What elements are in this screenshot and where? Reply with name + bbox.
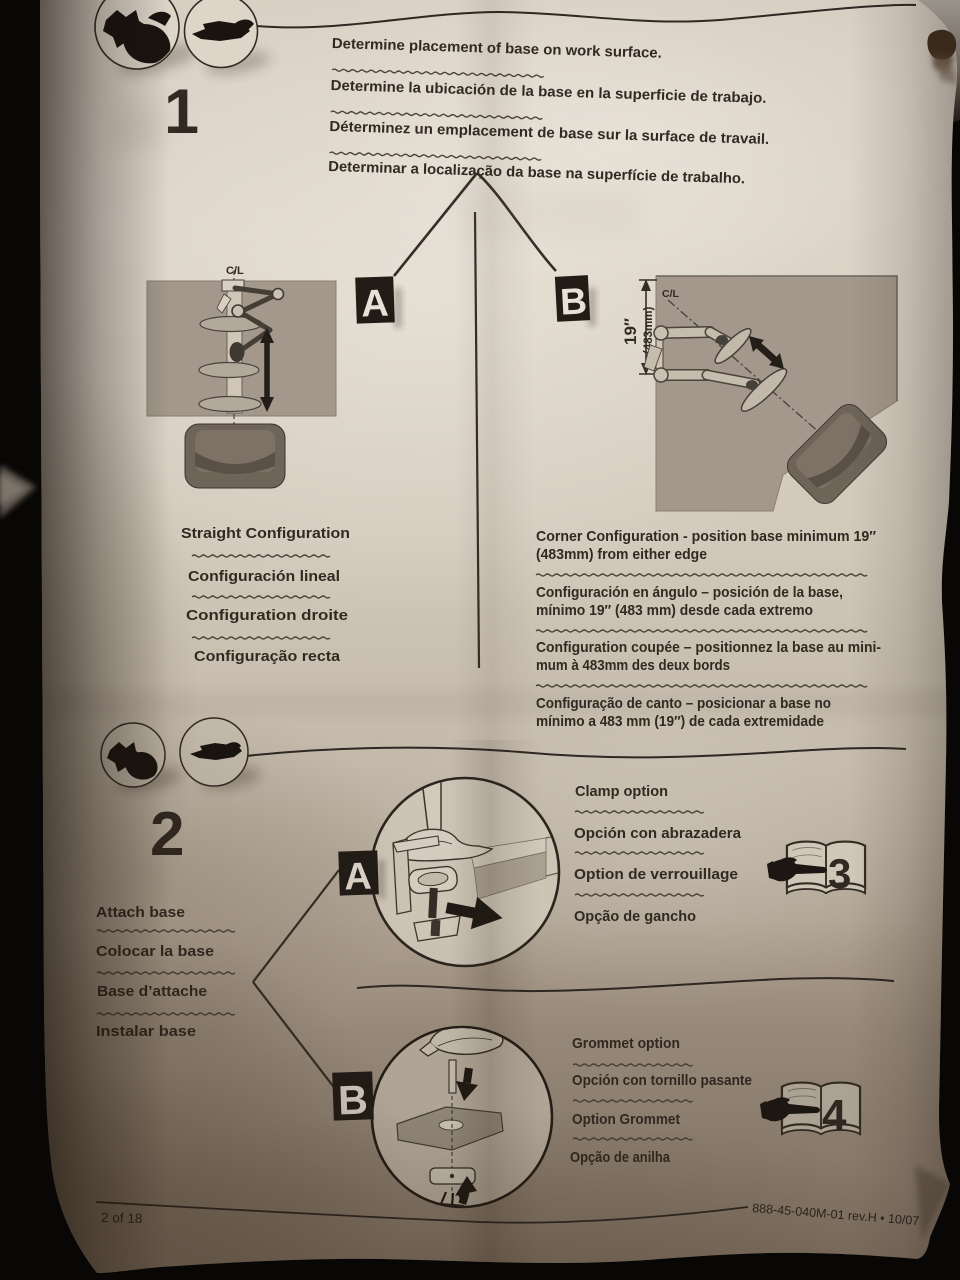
svg-text:Configuración lineal: Configuración lineal <box>188 568 340 585</box>
svg-text:mínimo 19″ (483 mm) desde cada: mínimo 19″ (483 mm) desde cada extremo <box>536 603 813 619</box>
svg-text:Opción con abrazadera: Opción con abrazadera <box>574 826 742 842</box>
svg-text:Configuration droite: Configuration droite <box>186 607 348 624</box>
svg-text:Configuration coupée – positio: Configuration coupée – positionnez la ba… <box>536 640 881 656</box>
svg-text:C/L: C/L <box>226 265 244 277</box>
svg-text:3: 3 <box>828 850 851 897</box>
svg-text:(483mm) from either edge: (483mm) from either edge <box>536 547 707 563</box>
svg-text:(483mm): (483mm) <box>643 307 655 354</box>
svg-text:B: B <box>559 280 588 322</box>
svg-text:Configuración en ángulo – posi: Configuración en ángulo – posición de la… <box>536 585 843 601</box>
svg-text:Option de verrouillage: Option de verrouillage <box>574 867 738 883</box>
svg-text:mum à 483mm des deux bords: mum à 483mm des deux bords <box>536 658 730 674</box>
svg-text:Clamp option: Clamp option <box>575 784 668 800</box>
svg-text:Corner Configuration - positio: Corner Configuration - position base min… <box>536 529 876 545</box>
svg-text:Straight Configuration: Straight Configuration <box>181 525 350 542</box>
svg-text:19″: 19″ <box>621 318 640 345</box>
svg-text:A: A <box>360 283 389 326</box>
svg-text:C/L: C/L <box>662 288 680 300</box>
svg-text:mínimo a 483 mm (19″) de cada: mínimo a 483 mm (19″) de cada extremidad… <box>536 714 824 730</box>
svg-text:Configuração recta: Configuração recta <box>194 648 341 665</box>
